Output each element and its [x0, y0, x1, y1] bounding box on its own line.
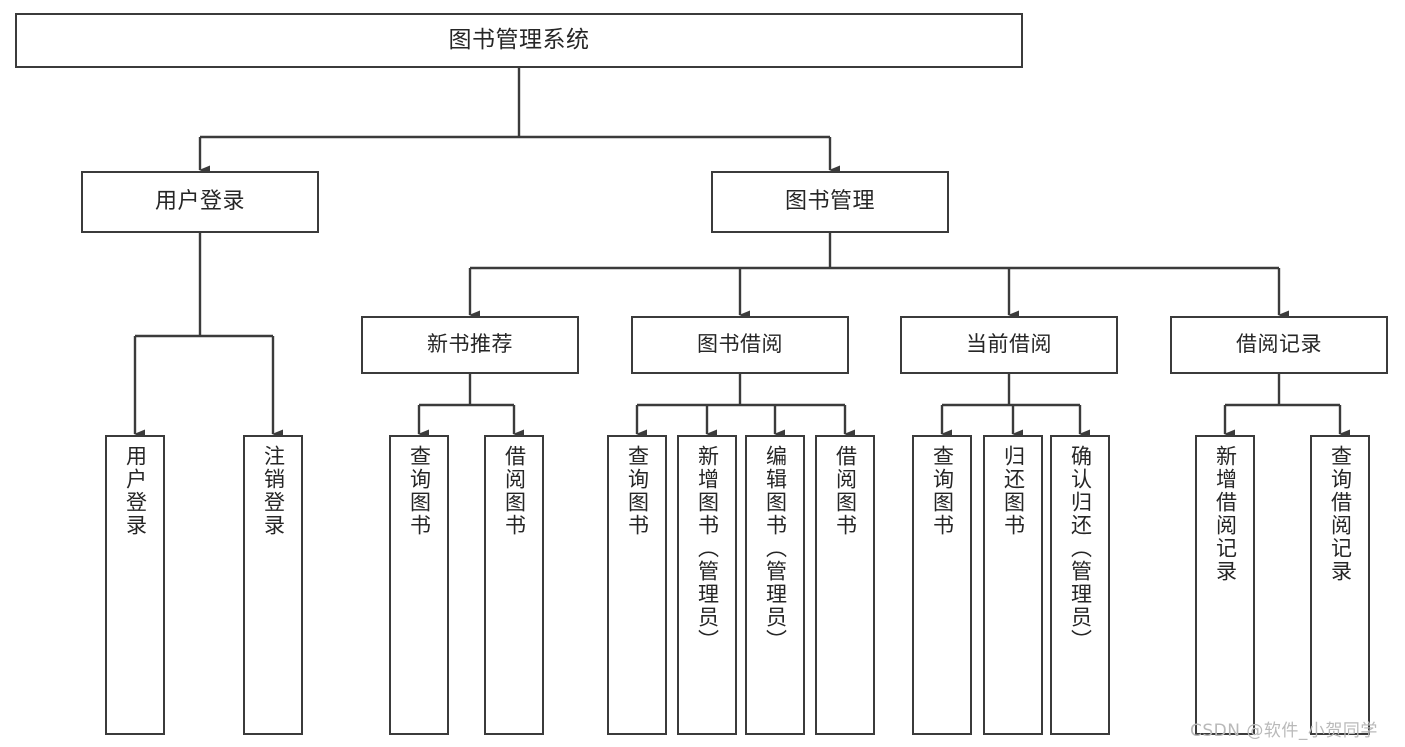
- node-label: 新增借阅记录: [1213, 445, 1238, 583]
- node-label: 查询图书: [625, 445, 650, 537]
- node-label: 编辑图书（管理员）: [763, 445, 788, 652]
- node-root[interactable]: 图书管理系统: [15, 13, 1023, 68]
- node-l-logout[interactable]: 注销登录: [243, 435, 303, 735]
- node-l-bedit[interactable]: 编辑图书（管理员）: [745, 435, 805, 735]
- node-label: 图书管理系统: [448, 26, 590, 53]
- node-label: 查询借阅记录: [1328, 445, 1353, 583]
- node-login[interactable]: 用户登录: [81, 171, 319, 233]
- node-l-bq[interactable]: 查询图书: [607, 435, 667, 735]
- node-l-radd[interactable]: 新增借阅记录: [1195, 435, 1255, 735]
- node-l-nb-borrow[interactable]: 借阅图书: [484, 435, 544, 735]
- node-label: 查询图书: [930, 445, 955, 537]
- node-l-cconfirm[interactable]: 确认归还（管理员）: [1050, 435, 1110, 735]
- node-l-badd[interactable]: 新增图书（管理员）: [677, 435, 737, 735]
- node-newbook[interactable]: 新书推荐: [361, 316, 579, 374]
- node-label: 借阅图书: [833, 445, 858, 537]
- node-label: 注销登录: [261, 445, 286, 537]
- node-label: 确认归还（管理员）: [1068, 445, 1093, 652]
- node-l-nb-query[interactable]: 查询图书: [389, 435, 449, 735]
- node-l-login[interactable]: 用户登录: [105, 435, 165, 735]
- node-l-rquery[interactable]: 查询借阅记录: [1310, 435, 1370, 735]
- node-l-bborrow[interactable]: 借阅图书: [815, 435, 875, 735]
- node-label: 借阅记录: [1236, 332, 1322, 357]
- node-bookmgmt[interactable]: 图书管理: [711, 171, 949, 233]
- node-label: 查询图书: [407, 445, 432, 537]
- node-l-cq[interactable]: 查询图书: [912, 435, 972, 735]
- node-label: 用户登录: [154, 188, 245, 214]
- node-label: 图书管理: [784, 188, 875, 214]
- node-label: 图书借阅: [697, 332, 783, 357]
- node-label: 新增图书（管理员）: [695, 445, 720, 652]
- node-label: 新书推荐: [427, 332, 513, 357]
- node-records[interactable]: 借阅记录: [1170, 316, 1388, 374]
- edge-group: [133, 68, 1350, 439]
- node-label: 当前借阅: [966, 332, 1052, 357]
- node-label: 用户登录: [123, 445, 148, 537]
- node-current[interactable]: 当前借阅: [900, 316, 1118, 374]
- watermark-text: CSDN @软件_小贺同学: [1190, 721, 1378, 741]
- node-l-creturn[interactable]: 归还图书: [983, 435, 1043, 735]
- node-label: 归还图书: [1001, 445, 1026, 537]
- node-label: 借阅图书: [502, 445, 527, 537]
- node-borrow[interactable]: 图书借阅: [631, 316, 849, 374]
